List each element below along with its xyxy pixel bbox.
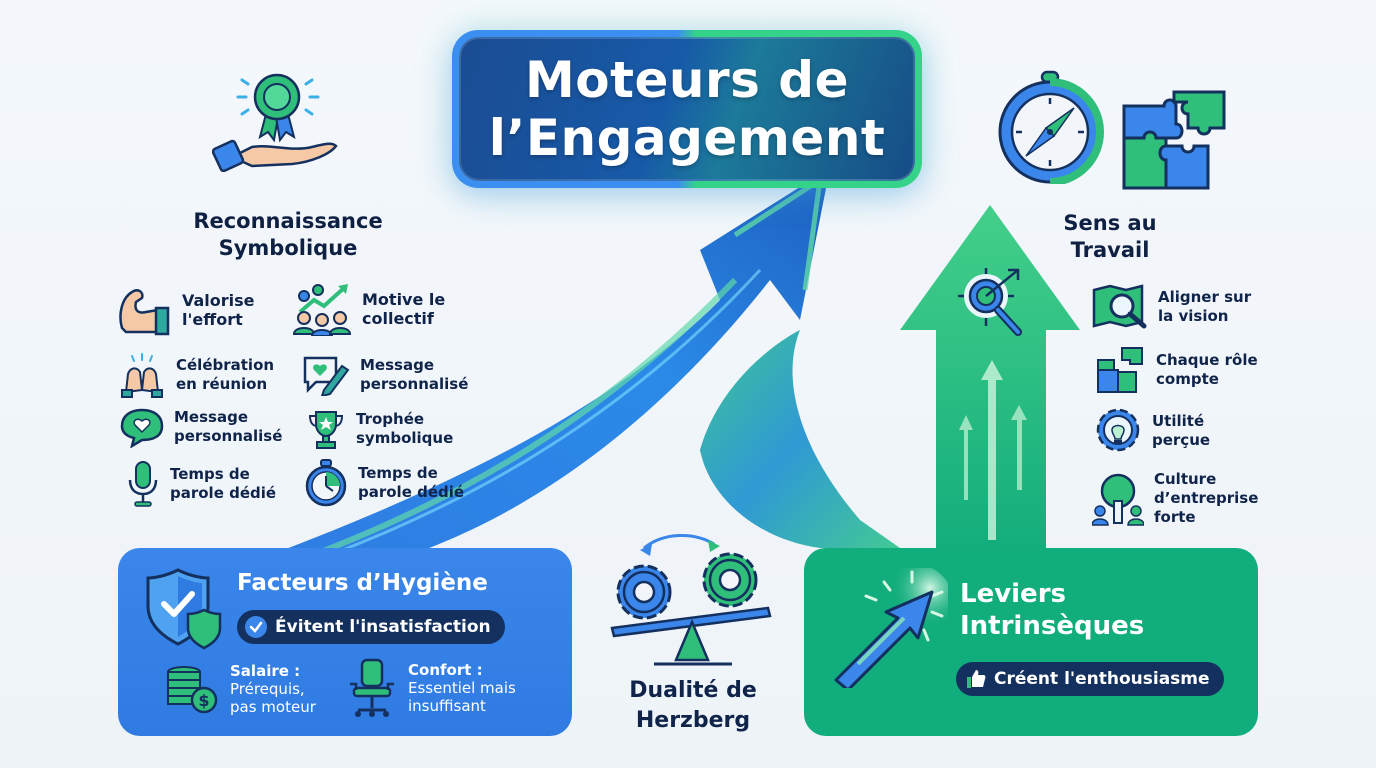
- puzzle-pieces-icon: [1097, 347, 1143, 393]
- duality-heading: Dualité de Herzberg: [629, 678, 757, 733]
- recognition-item-micro: Temps de parole dédié: [126, 460, 276, 508]
- hygiene-item-salaire: $ Salaire : Prérequis, pas moteur: [164, 662, 316, 716]
- meaning-item-vision: Aligner sur la vision: [1092, 284, 1251, 330]
- trophy-star-icon: [308, 411, 344, 449]
- gears-seesaw-icon: [610, 533, 772, 666]
- intrinsic-badge: Créent l'enthousiasme: [956, 662, 1224, 696]
- flexed-arm-icon: [119, 289, 170, 336]
- meaning-item-culture: Culture d’entreprise forte: [1092, 470, 1258, 527]
- thumbs-up-icon: [967, 670, 986, 688]
- title-line-2: l’Engagement: [488, 109, 886, 167]
- stopwatch-icon: [305, 459, 347, 507]
- tree-people-icon: [1092, 473, 1144, 526]
- map-magnifier-icon: [1092, 284, 1147, 329]
- message-pen-heart-icon: [303, 356, 350, 396]
- hygiene-badge: Évitent l'insatisfaction: [237, 610, 505, 644]
- target-magnifier-icon: [958, 268, 1022, 336]
- hygiene-item-confort: Confort : Essentiel mais insuffisant: [346, 658, 516, 718]
- compass-icon: [998, 70, 1104, 184]
- coins-dollar-icon: $: [167, 666, 218, 714]
- meaning-item-role: Chaque rôle compte: [1096, 346, 1258, 394]
- recognition-heading: Reconnaissance Symbolique: [193, 209, 383, 260]
- meaning-heading: Sens au Travail: [1063, 211, 1157, 262]
- shield-check-icon: [146, 568, 222, 650]
- recognition-item-trophee: Trophée symbolique: [306, 408, 453, 450]
- hygiene-title: Facteurs d’Hygiène: [237, 570, 488, 596]
- puzzle-icon: [1122, 90, 1226, 190]
- team-growth-chart-icon: [292, 284, 352, 336]
- meaning-item-utilite: Utilité perçue: [1094, 406, 1210, 456]
- recognition-item-stopwatch: Temps de parole dédié: [304, 458, 464, 508]
- chat-heart-icon: [120, 408, 164, 448]
- recognition-item-motive: Motive le collectif: [292, 282, 445, 336]
- recognition-item-valorise: Valorise l'effort: [116, 284, 255, 336]
- check-circle-icon: [245, 616, 267, 638]
- title-line-1: Moteurs de: [524, 51, 850, 109]
- title-banner: Moteurs de l’Engagement: [452, 30, 922, 188]
- glowing-arrow-icon: [834, 568, 948, 688]
- intrinsic-title: Leviers Intrinsèques: [960, 579, 1145, 641]
- recognition-item-message-pen: Message personnalisé: [302, 354, 468, 396]
- recognition-item-celebration: Célébration en réunion: [118, 352, 274, 398]
- microphone-icon: [128, 461, 158, 507]
- clapping-hands-icon: [121, 353, 163, 398]
- svg-text:$: $: [198, 691, 209, 710]
- recognition-item-message-chat: Message personnalisé: [120, 406, 282, 448]
- office-chair-icon: [350, 658, 394, 717]
- hand-award-ribbon-icon: [212, 73, 338, 172]
- lightbulb-gear-icon: [1096, 408, 1140, 452]
